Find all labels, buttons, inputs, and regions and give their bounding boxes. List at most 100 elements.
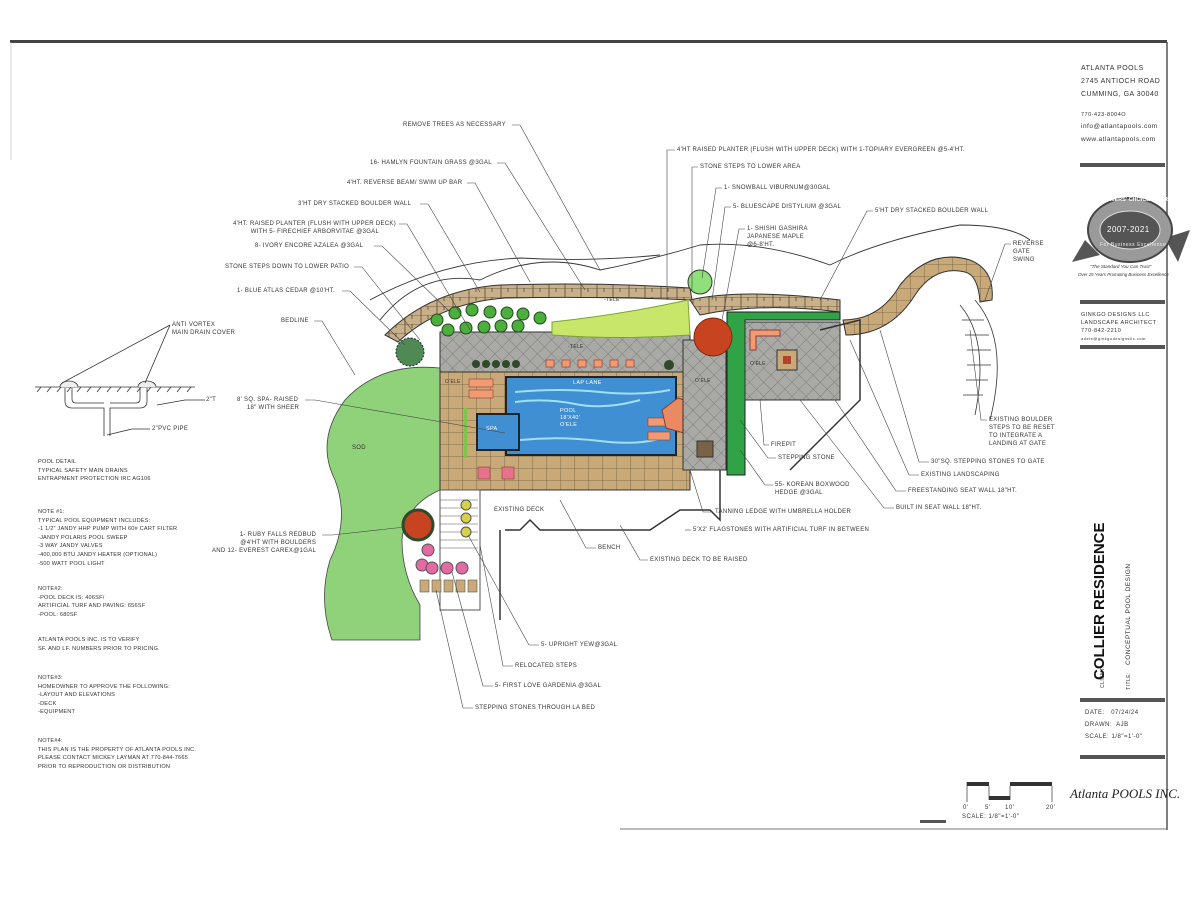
japanese-maple-icon bbox=[693, 317, 733, 357]
boxwood-hedge bbox=[726, 311, 841, 476]
callout-bluescape-distylium: 5- BLUESCAPE DISTYLIUM @3GAL bbox=[733, 204, 842, 210]
azalea-shrubs bbox=[430, 303, 547, 337]
client-name: COLLIER RESIDENCE bbox=[1091, 522, 1108, 680]
top-elevation: -TELE bbox=[604, 297, 620, 303]
graphic-scale-bar bbox=[966, 782, 1053, 802]
planter-green bbox=[464, 408, 467, 458]
sofa bbox=[749, 329, 781, 351]
lap-lane-label: LAP LANE bbox=[573, 380, 602, 386]
callout-stepping-stone: STEPPING STONE bbox=[778, 455, 835, 461]
spa-label: SPA bbox=[486, 426, 498, 432]
bar-stools bbox=[545, 359, 635, 368]
callout-upright-yew: 5- UPRIGHT YEW@3GAL bbox=[541, 642, 618, 648]
callout-stepping-stones-gate: 30"SQ. STEPPING STONES TO GATE bbox=[931, 459, 1045, 465]
drawing-title: CONCEPTUAL POOL DESIGN bbox=[1125, 563, 1132, 665]
atlanta-pools-logo: Atlanta POOLS INC. bbox=[1070, 786, 1181, 801]
callout-bench: BENCH bbox=[598, 545, 621, 551]
stair-steps bbox=[959, 299, 998, 421]
curved-boulder-wall bbox=[842, 256, 993, 336]
gardenia-shrubs bbox=[415, 543, 469, 575]
drawing-scale: SCALE: 1/8"=1'-0" bbox=[1085, 734, 1143, 740]
callout-stepping-stones-bed: STEPPING STONES THROUGH LA BED bbox=[475, 705, 596, 711]
elevation-left: O'ELE bbox=[445, 379, 461, 385]
elevation-patio: O'ELE bbox=[750, 361, 766, 367]
award-tagline: "The Standard You Can Trust" bbox=[1090, 264, 1152, 269]
consumers-choice-award-badge bbox=[1072, 197, 1190, 263]
main-drain-detail bbox=[35, 324, 205, 436]
pool-label: POOL 18'X40' O'ELE bbox=[560, 408, 581, 428]
architect-role: LANDSCAPE ARCHITECT bbox=[1081, 320, 1157, 326]
company-website[interactable]: www.atlantapools.com bbox=[1081, 136, 1156, 143]
callout-raised-planter-arborvitae: 4'HT. RAISED PLANTER (FLUSH WITH UPPER D… bbox=[233, 221, 397, 235]
boulder-wall-left bbox=[384, 283, 693, 343]
architect-name: GINKGO DESIGNS LLC bbox=[1081, 312, 1150, 318]
callout-built-in-seat-wall: BUILT IN SEAT WALL 18"HT. bbox=[896, 505, 982, 511]
yew-shrubs bbox=[460, 499, 472, 538]
callout-blue-atlas-cedar: 1- BLUE ATLAS CEDAR @10'HT. bbox=[237, 288, 335, 294]
note-4: NOTE#4: THIS PLAN IS THE PROPERTY OF ATL… bbox=[38, 738, 197, 770]
sod-label: SOD bbox=[352, 445, 366, 451]
callout-flagstones: 5'X2' FLAGSTONES WITH ARTIFICIAL TURF IN… bbox=[693, 527, 870, 533]
callout-boxwood-hedge: 55- KOREAN BOXWOOD HEDGE @3GAL bbox=[775, 482, 850, 496]
callout-stone-steps-lower-patio: STONE STEPS DOWN TO LOWER PATIO bbox=[225, 264, 350, 270]
callout-azalea: 8- IVORY ENCORE AZALEA @3GAL bbox=[255, 243, 364, 249]
callout-fountain-grass: 16- HAMLYN FOUNTAIN GRASS @3GAL bbox=[370, 160, 492, 166]
callout-bedline: BEDLINE bbox=[281, 318, 309, 324]
company-email[interactable]: info@atlantapools.com bbox=[1081, 123, 1158, 130]
award-tagline-2: Over 25 Years Promoting Business Excelle… bbox=[1078, 272, 1169, 277]
callout-tanning-ledge: TANNING LEDGE WITH UMBRELLA HOLDER bbox=[715, 509, 852, 515]
callout-swim-up-bar: 4'HT. REVERSE BEAM/ SWIM UP BAR bbox=[347, 180, 463, 186]
callout-freestanding-seat-wall: FREESTANDING SEAT WALL 18"HT. bbox=[908, 488, 1018, 494]
elevation-right: O'ELE bbox=[695, 378, 711, 384]
company-phone: 770-423-8004O bbox=[1081, 112, 1127, 118]
pipe-label: 2"PVC PIPE bbox=[152, 426, 189, 432]
award-title: CONSUMERS' CHOICE AWARD bbox=[1090, 197, 1172, 203]
stepping-stones bbox=[419, 579, 478, 593]
callout-spa: 8' SQ. SPA- RAISED 18" WITH SHEER bbox=[237, 397, 300, 411]
ruby-falls-redbud-icon bbox=[401, 508, 435, 542]
architect-phone: 770-842-2210 bbox=[1081, 328, 1122, 334]
callout-relocated-steps: RELOCATED STEPS bbox=[515, 663, 578, 669]
drain-cover-label: ANTI VORTEX MAIN DRAIN COVER bbox=[172, 322, 236, 336]
scale-tick-10: 10' bbox=[1005, 805, 1015, 811]
callout-topiary-planter: 4'HT RAISED PLANTER (FLUSH WITH UPPER DE… bbox=[677, 147, 965, 153]
drawing-date: DATE: 07/24/24 bbox=[1085, 710, 1139, 716]
callout-boulder-wall-3ft: 3'HT DRY STACKED BOULDER WALL bbox=[298, 201, 412, 207]
callout-ruby-falls-redbud: 1- RUBY FALLS REDBUD @4'HT WITH BOULDERS… bbox=[212, 532, 317, 554]
award-years: 2007-2021 bbox=[1107, 225, 1150, 234]
callout-gardenia: 5- FIRST LOVE GARDENIA @3GAL bbox=[495, 683, 602, 689]
callout-snowball-viburnum: 1- SNOWBALL VIBURNUM@30GAL bbox=[724, 185, 831, 191]
pool bbox=[505, 376, 677, 456]
boulder-wall-right bbox=[689, 293, 841, 316]
company-name: ATLANTA POOLS bbox=[1081, 65, 1144, 72]
callout-existing-boulder-steps: EXISTING BOULDER STEPS TO BE RESET TO IN… bbox=[989, 417, 1055, 447]
snowball-viburnum-icon bbox=[687, 269, 713, 295]
callout-japanese-maple: 1- SHISHI GASHIRA JAPANESE MAPLE @6-8'HT… bbox=[747, 226, 808, 248]
scale-tick-20: 20' bbox=[1046, 805, 1056, 811]
existing-deck-label: EXISTING DECK bbox=[494, 507, 545, 513]
leader-lines bbox=[305, 124, 1011, 709]
title-block-dividers bbox=[920, 163, 1165, 823]
note-1: NOTE #1: TYPICAL POOL EQUIPMENT INCLUDES… bbox=[38, 509, 178, 567]
blue-atlas-cedar-icon bbox=[395, 337, 425, 367]
arborvitae-row bbox=[472, 360, 674, 370]
note-2: NOTE#2: -POOL DECK IS: 406SF/ ARTIFICIAL… bbox=[38, 586, 146, 618]
fountain-grass bbox=[551, 299, 691, 338]
award-subtitle: For Business Excellence bbox=[1100, 242, 1167, 248]
callout-stone-steps-lower-area: STONE STEPS TO LOWER AREA bbox=[700, 164, 801, 170]
note-pool-detail: POOL DETAIL TYPICAL SAFETY MAIN DRAINS E… bbox=[38, 459, 151, 483]
sheet-frame bbox=[10, 40, 1168, 830]
callout-deck-to-be-raised: EXISTING DECK TO BE RAISED bbox=[650, 557, 748, 563]
callout-reverse-gate-swing: REVERSE GATE SWING bbox=[1013, 241, 1044, 263]
existing-deck-outline bbox=[499, 319, 861, 620]
woodline bbox=[369, 224, 1031, 321]
architect-email[interactable]: adele@ginkgodesignsllc.com bbox=[1081, 336, 1146, 341]
dining-table bbox=[696, 440, 714, 458]
tee-label: 2"T bbox=[206, 397, 217, 403]
scale-tick-0: 0' bbox=[963, 805, 969, 811]
sod-lawn bbox=[324, 366, 441, 641]
company-address-line1: 2745 ANTIOCH ROAD bbox=[1081, 78, 1161, 85]
callout-existing-landscaping: EXISTING LANDSCAPING bbox=[921, 472, 1000, 478]
company-address-line2: CUMMING, GA 30040 bbox=[1081, 91, 1159, 98]
